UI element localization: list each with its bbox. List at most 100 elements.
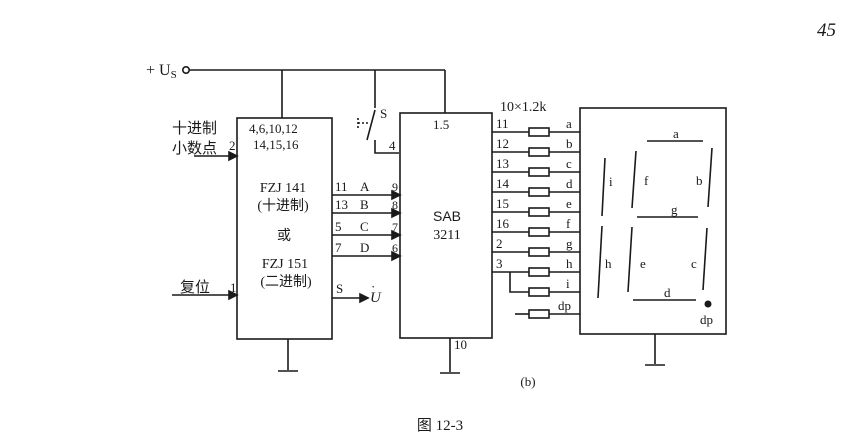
resistor-e [528, 207, 550, 217]
resistor-a [528, 127, 550, 137]
figure-caption: 图 12-3 [417, 417, 463, 434]
decoder-pin-16: 16 [496, 216, 510, 231]
bus-label-A: A [360, 179, 370, 194]
display-label-b: b [696, 173, 703, 188]
switch-label: S [380, 106, 387, 121]
seg-label-f: f [566, 216, 571, 231]
supply-label-sub: S [171, 69, 177, 81]
counter-out-label: U [370, 290, 382, 306]
subfigure-label: (b) [520, 374, 535, 389]
segment-h [597, 225, 603, 299]
decimal-label-line2: 小数点 [172, 140, 217, 157]
counter-note-decimal: (十进制) [257, 198, 309, 214]
counter-pins-top-2: 14,15,16 [253, 137, 299, 152]
counter-pin-5: 5 [335, 219, 342, 234]
display-label-e: e [640, 256, 646, 271]
segment-c [702, 227, 708, 291]
display-label-dp: dp [700, 312, 713, 327]
page-number: 45 [817, 20, 836, 41]
seg-label-c: c [566, 156, 572, 171]
seg-label-g: g [566, 236, 573, 251]
counter-pin-reset: 1 [230, 280, 237, 295]
seg-label-h: h [566, 256, 573, 271]
seg-label-b: b [566, 136, 573, 151]
segment-i [601, 157, 606, 217]
display-outline [579, 107, 727, 335]
counter-name-141: FZJ 141 [260, 181, 306, 196]
display-label-h: h [605, 256, 612, 271]
decoder-pin-gnd: 10 [454, 337, 467, 352]
s-output-arrow [359, 292, 370, 304]
display-label-c: c [691, 256, 697, 271]
counter-s-label: S [336, 281, 343, 296]
decoder-pin-7: 7 [392, 220, 398, 234]
switch-blade [366, 109, 376, 141]
decoder-name: SAB [433, 208, 461, 224]
decoder-block [399, 112, 493, 339]
counter-pin-7: 7 [335, 240, 342, 255]
seg-label-a: a [566, 116, 572, 131]
counter-or: 或 [277, 228, 291, 244]
bus-label-B: B [360, 197, 369, 212]
display-label-i: i [609, 174, 613, 189]
counter-pins-top-1: 4,6,10,12 [249, 121, 298, 136]
decoder-part: 3211 [433, 228, 460, 243]
supply-label: + US [146, 62, 177, 81]
decimal-input-arrow [228, 150, 239, 162]
segment-e [627, 226, 633, 293]
counter-block [236, 117, 333, 340]
segment-b [707, 147, 713, 208]
resistor-f [528, 227, 550, 237]
decoder-pin-3: 3 [496, 256, 503, 271]
seg-label-dp: dp [558, 298, 571, 313]
resistor-g [528, 247, 550, 257]
counter-note-binary: (二进制) [260, 274, 312, 290]
bus-arrow-D [391, 250, 402, 262]
resistors-label: 10×1.2k [500, 100, 546, 115]
bus-arrow-B [391, 207, 402, 219]
seg-label-e: e [566, 196, 572, 211]
resistor-d [528, 187, 550, 197]
display-label-g: g [671, 202, 678, 217]
supply-terminal [182, 66, 191, 75]
display-label-d: d [664, 285, 671, 300]
resistor-c [528, 167, 550, 177]
decoder-pin-14: 14 [496, 176, 510, 191]
seg-label-i: i [566, 276, 570, 291]
decoder-pin-12: 12 [496, 136, 509, 151]
bus-arrow-C [391, 229, 402, 241]
decoder-pin-8: 8 [392, 198, 398, 212]
decoder-pin-2: 2 [496, 236, 503, 251]
seg-label-d: d [566, 176, 573, 191]
counter-pin-11: 11 [335, 179, 348, 194]
counter-out-dot: · [371, 279, 375, 294]
reset-label: 复位 [180, 278, 210, 296]
bus-arrow-A [391, 189, 402, 201]
resistor-b [528, 147, 550, 157]
segment-dp [704, 300, 712, 308]
decoder-pin-supply: 1.5 [433, 117, 449, 132]
decoder-pin-15: 15 [496, 196, 509, 211]
segment-f [631, 150, 637, 209]
counter-pin-13: 13 [335, 197, 348, 212]
switch-lower-wire [374, 140, 399, 154]
display-label-a: a [673, 126, 679, 141]
decimal-label-line1: 十进制 [172, 120, 217, 137]
decoder-pin-9: 9 [392, 180, 398, 194]
resistor-h [528, 267, 550, 277]
counter-pin-dp: 2 [229, 138, 236, 153]
counter-name-151: FZJ 151 [262, 257, 308, 272]
display-label-f: f [644, 173, 649, 188]
supply-label-main: + U [146, 62, 171, 79]
decoder-pin-6: 6 [392, 241, 398, 255]
decoder-pin-switch: 4 [389, 138, 396, 153]
resistor-i [528, 287, 550, 297]
seg-wire-i [509, 272, 529, 293]
reset-input-arrow [228, 289, 239, 301]
resistor-dp [528, 309, 550, 319]
decoder-pin-11: 11 [496, 116, 509, 131]
bus-label-C: C [360, 219, 369, 234]
bus-label-D: D [360, 240, 369, 255]
decoder-pin-13: 13 [496, 156, 509, 171]
